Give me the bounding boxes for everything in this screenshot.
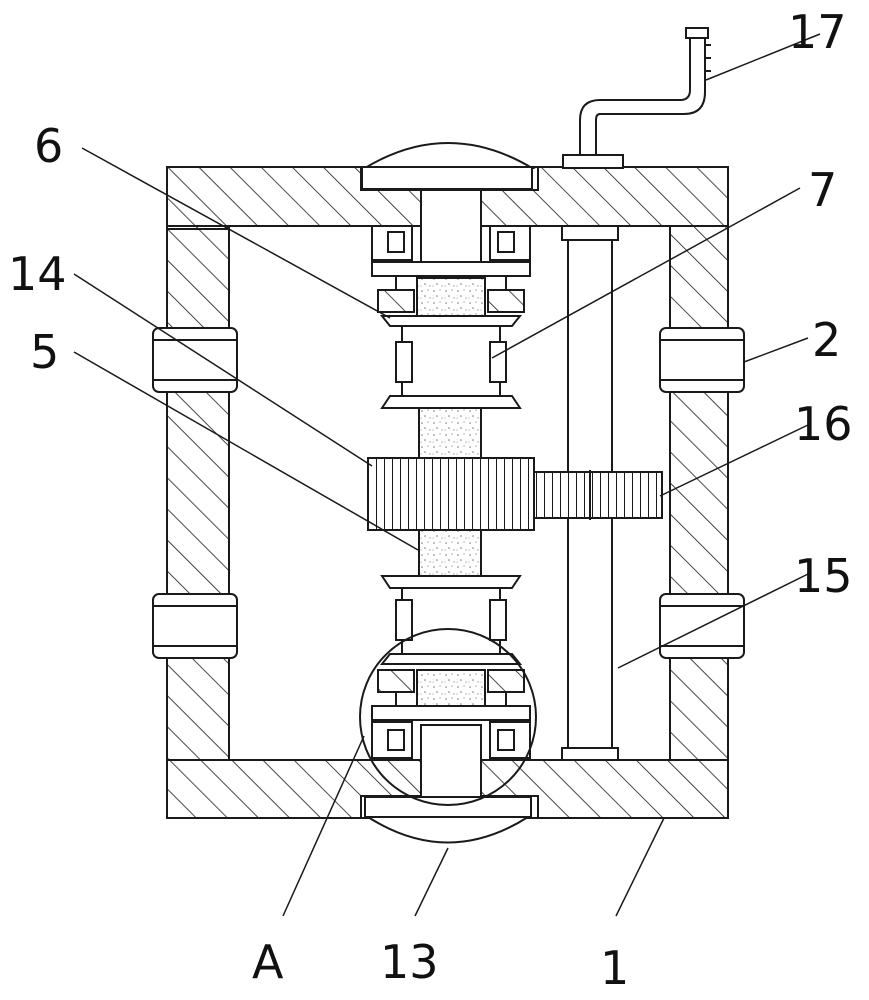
large-gear bbox=[367, 457, 535, 531]
label-14: 14 bbox=[8, 247, 67, 301]
detail-circle-a bbox=[359, 628, 537, 806]
label-2: 2 bbox=[812, 313, 841, 367]
label-6: 6 bbox=[34, 119, 63, 173]
label-7: 7 bbox=[808, 163, 837, 217]
top-cap bbox=[361, 142, 536, 190]
pipe-fitting bbox=[562, 27, 711, 169]
part-labels: 17 6 7 14 2 5 16 15 A 13 1 bbox=[8, 5, 853, 995]
label-1: 1 bbox=[600, 941, 629, 995]
upper-bearing bbox=[371, 225, 531, 313]
bottom-cap bbox=[364, 796, 532, 844]
label-13: 13 bbox=[380, 935, 439, 989]
central-shaft bbox=[379, 189, 523, 798]
small-gear bbox=[533, 471, 663, 519]
lower-bearing bbox=[371, 669, 531, 759]
vertical-rod bbox=[561, 225, 619, 761]
label-15: 15 bbox=[794, 549, 853, 603]
label-a: A bbox=[252, 935, 284, 989]
label-17: 17 bbox=[788, 5, 847, 59]
leader-lines bbox=[73, 33, 821, 917]
label-5: 5 bbox=[30, 325, 59, 379]
label-16: 16 bbox=[794, 397, 853, 451]
